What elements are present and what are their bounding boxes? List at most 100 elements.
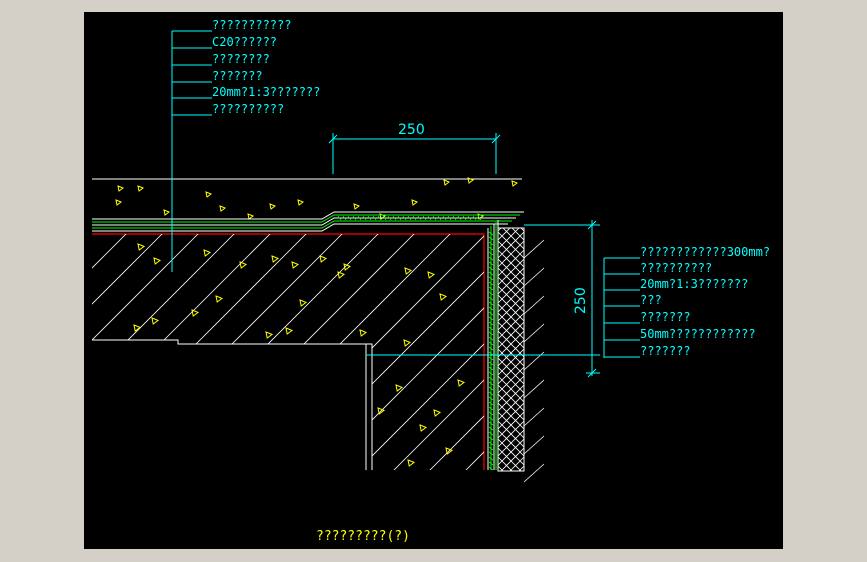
hatch-line	[498, 375, 524, 403]
hatch-line	[498, 456, 513, 471]
aggregate-mark	[407, 459, 416, 467]
hatch-line	[498, 339, 524, 367]
hatch-line	[92, 234, 335, 470]
aggregate-mark	[205, 191, 213, 198]
top-label-3: ????????	[212, 52, 270, 66]
hatch-line	[498, 357, 524, 385]
aggregate-mark	[377, 407, 386, 415]
hatch-line	[92, 234, 299, 470]
hatch-line	[852, 170, 867, 480]
aggregate-mark	[133, 324, 142, 332]
hatch-line	[498, 249, 524, 277]
hatch-line	[417, 215, 422, 221]
hatch-line	[498, 267, 524, 295]
aggregate-mark	[285, 327, 294, 335]
aggregate-mark	[457, 379, 466, 387]
hatch-line	[498, 231, 524, 259]
right-label-5: ???????	[640, 310, 691, 324]
hatch-line	[383, 234, 484, 470]
hatch-line	[472, 215, 477, 221]
hatch-line	[498, 321, 524, 349]
hatch-line	[498, 240, 524, 268]
hatch-line	[511, 228, 524, 241]
drawing-title: ?????????(?)	[316, 529, 410, 544]
hatch-line	[467, 215, 472, 221]
aggregate-mark	[215, 295, 224, 303]
aggregate-mark	[117, 185, 125, 192]
aggregate-mark	[427, 271, 436, 279]
hatch-line	[523, 379, 545, 399]
dimension-vertical-value: 250	[573, 287, 589, 314]
hatch-line	[352, 215, 357, 221]
waterproof-layers-horizontal	[92, 211, 524, 232]
aggregate-mark	[137, 243, 146, 251]
hatch-line	[498, 366, 524, 394]
aggregate-mark	[203, 249, 212, 257]
hatch-line	[523, 435, 545, 455]
hatch-line	[92, 234, 263, 470]
right-label-4: ???	[640, 293, 662, 307]
hatch-line	[498, 276, 524, 304]
hatch-line	[342, 215, 347, 221]
aggregate-mark	[443, 179, 451, 186]
hatch-line	[419, 234, 484, 470]
aggregate-mark	[191, 309, 200, 317]
hatch-line	[498, 258, 524, 286]
hatch-line	[402, 215, 407, 221]
aggregate-mark	[445, 447, 454, 455]
aggregate-mark	[137, 185, 145, 192]
right-label-3: 20mm?1:3???????	[640, 277, 748, 291]
top-label-6: ??????????	[212, 102, 284, 116]
aggregate-mark	[511, 180, 519, 187]
hatch-line	[780, 170, 867, 480]
hatch-line	[347, 215, 352, 221]
aggregate-mark	[219, 205, 227, 212]
hatch-line	[357, 215, 362, 221]
hatch-line	[502, 228, 524, 250]
aggregate-mark	[359, 329, 368, 337]
hatch-line	[816, 170, 867, 480]
hatch-line	[362, 215, 367, 221]
hatch-line	[422, 215, 427, 221]
top-leader-labels: ??????????? C20?????? ???????? ??????? 2…	[212, 18, 320, 116]
red-boundary-line	[92, 233, 485, 470]
aggregate-mark	[297, 199, 305, 206]
hatch-line	[498, 228, 511, 241]
hatch-line	[427, 215, 432, 221]
right-leader-labels: ????????????300mm? ?????????? 20mm?1:3??…	[640, 245, 770, 358]
hatch-line	[523, 267, 545, 287]
hatch-line	[498, 402, 524, 430]
hatch-line	[457, 215, 462, 221]
aggregate-mark	[151, 317, 160, 325]
hatch-line	[0, 170, 82, 480]
aggregate-mark	[115, 199, 123, 206]
hatch-line	[432, 215, 437, 221]
right-label-2: ??????????	[640, 261, 712, 275]
hatch-line	[347, 234, 484, 470]
hatch-line	[498, 411, 524, 439]
dimension-horizontal	[328, 133, 501, 174]
hatch-line	[523, 407, 545, 427]
aggregate-mark	[404, 267, 413, 275]
aggregate-mark	[271, 255, 280, 263]
aggregate-mark	[247, 213, 255, 220]
hatch-line	[412, 215, 417, 221]
aggregate-mark	[433, 409, 442, 417]
top-label-2: C20??????	[212, 35, 277, 49]
hatch-line	[523, 323, 545, 343]
hatch-line	[392, 215, 397, 221]
aggregate-mark	[439, 293, 448, 301]
hatch-line	[498, 393, 524, 421]
hatch-line	[462, 215, 467, 221]
aggregate-mark	[239, 261, 248, 269]
top-label-4: ???????	[212, 69, 263, 83]
drawing-sheet	[84, 12, 783, 549]
top-label-5: 20mm?1:3???????	[212, 85, 320, 99]
right-label-6: 50mm????????????	[640, 327, 756, 341]
hatch-line	[382, 215, 387, 221]
hatch-line	[407, 215, 412, 221]
hatch-line	[498, 429, 524, 457]
hatch-line	[477, 215, 482, 221]
